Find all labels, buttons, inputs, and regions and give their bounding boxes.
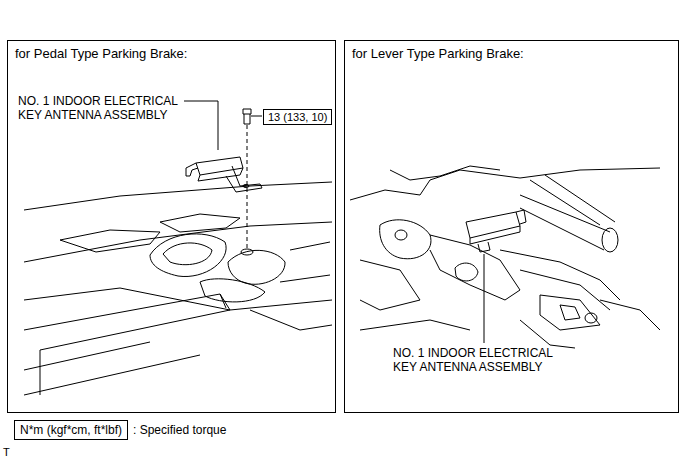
torque-box: 13 (133, 10)	[263, 109, 332, 125]
legend-row: N*m (kgf*cm, ft*lbf) : Specified torque	[14, 420, 226, 440]
panel-heading: for Lever Type Parking Brake:	[352, 46, 524, 61]
page-mark: T	[3, 446, 10, 458]
part-name: NO. 1 INDOOR ELECTRICAL KEY ANTENNA ASSE…	[18, 94, 190, 122]
panel-heading: for Pedal Type Parking Brake:	[15, 46, 187, 61]
lever-brake-drawing	[350, 166, 660, 348]
unit-box: N*m (kgf*cm, ft*lbf)	[14, 420, 128, 440]
pedal-console-drawing	[24, 101, 332, 395]
legend-text: : Specified torque	[133, 423, 226, 437]
torque-value: 13 (133, 10)	[268, 111, 327, 123]
part-name: NO. 1 INDOOR ELECTRICAL KEY ANTENNA ASSE…	[393, 346, 565, 374]
